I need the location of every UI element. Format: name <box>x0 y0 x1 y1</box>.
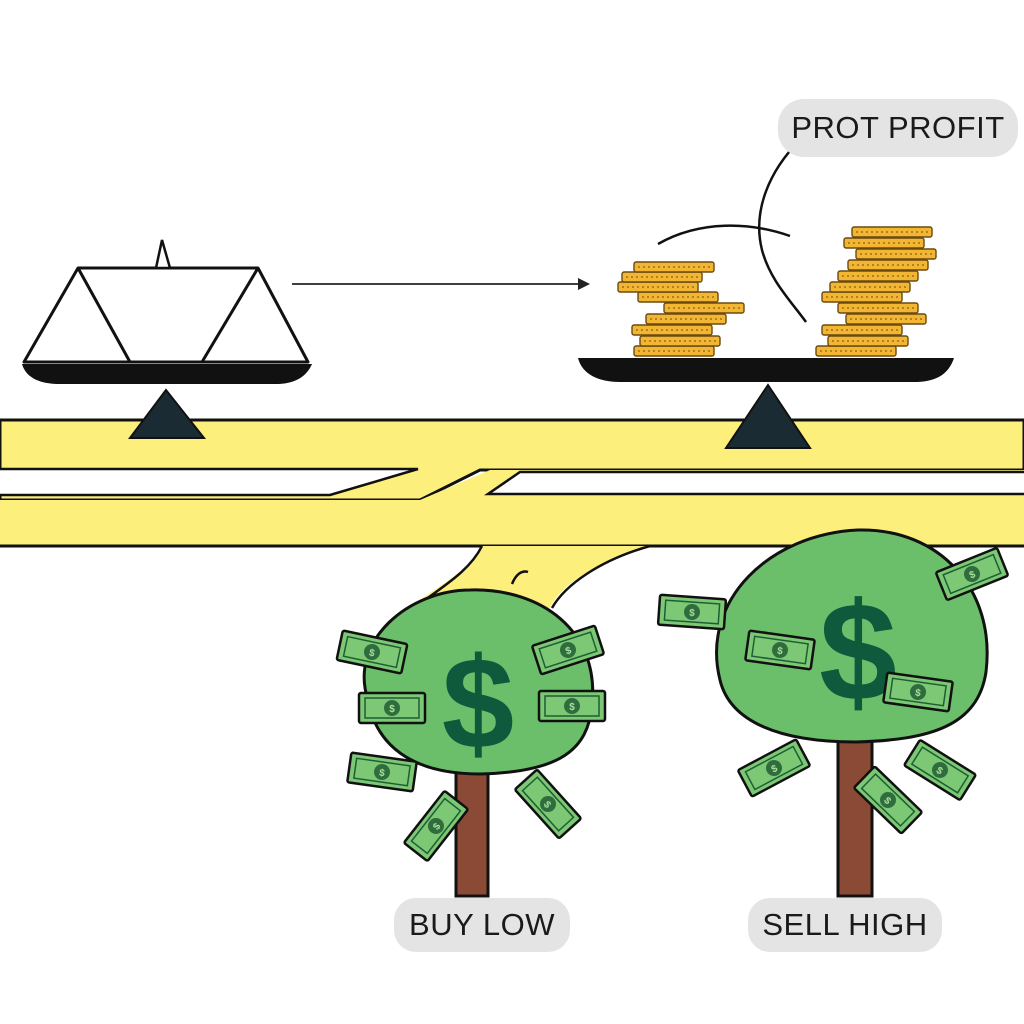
money-tree-icon: $ <box>362 570 595 898</box>
dollar-sign-icon: $ <box>442 630 514 776</box>
sell-high-label: SELL HIGH <box>748 898 942 952</box>
arrow-right-icon <box>292 278 590 290</box>
profit-label: PROT PROFIT <box>778 99 1018 157</box>
left-balance-scale <box>22 239 312 439</box>
right-balance-scale <box>578 358 954 449</box>
dollar-sign-icon: $ <box>819 573 897 730</box>
label-leader-line <box>657 139 808 323</box>
buy-low-label: BUY LOW <box>394 898 570 952</box>
coin-stack-icon <box>617 226 937 357</box>
